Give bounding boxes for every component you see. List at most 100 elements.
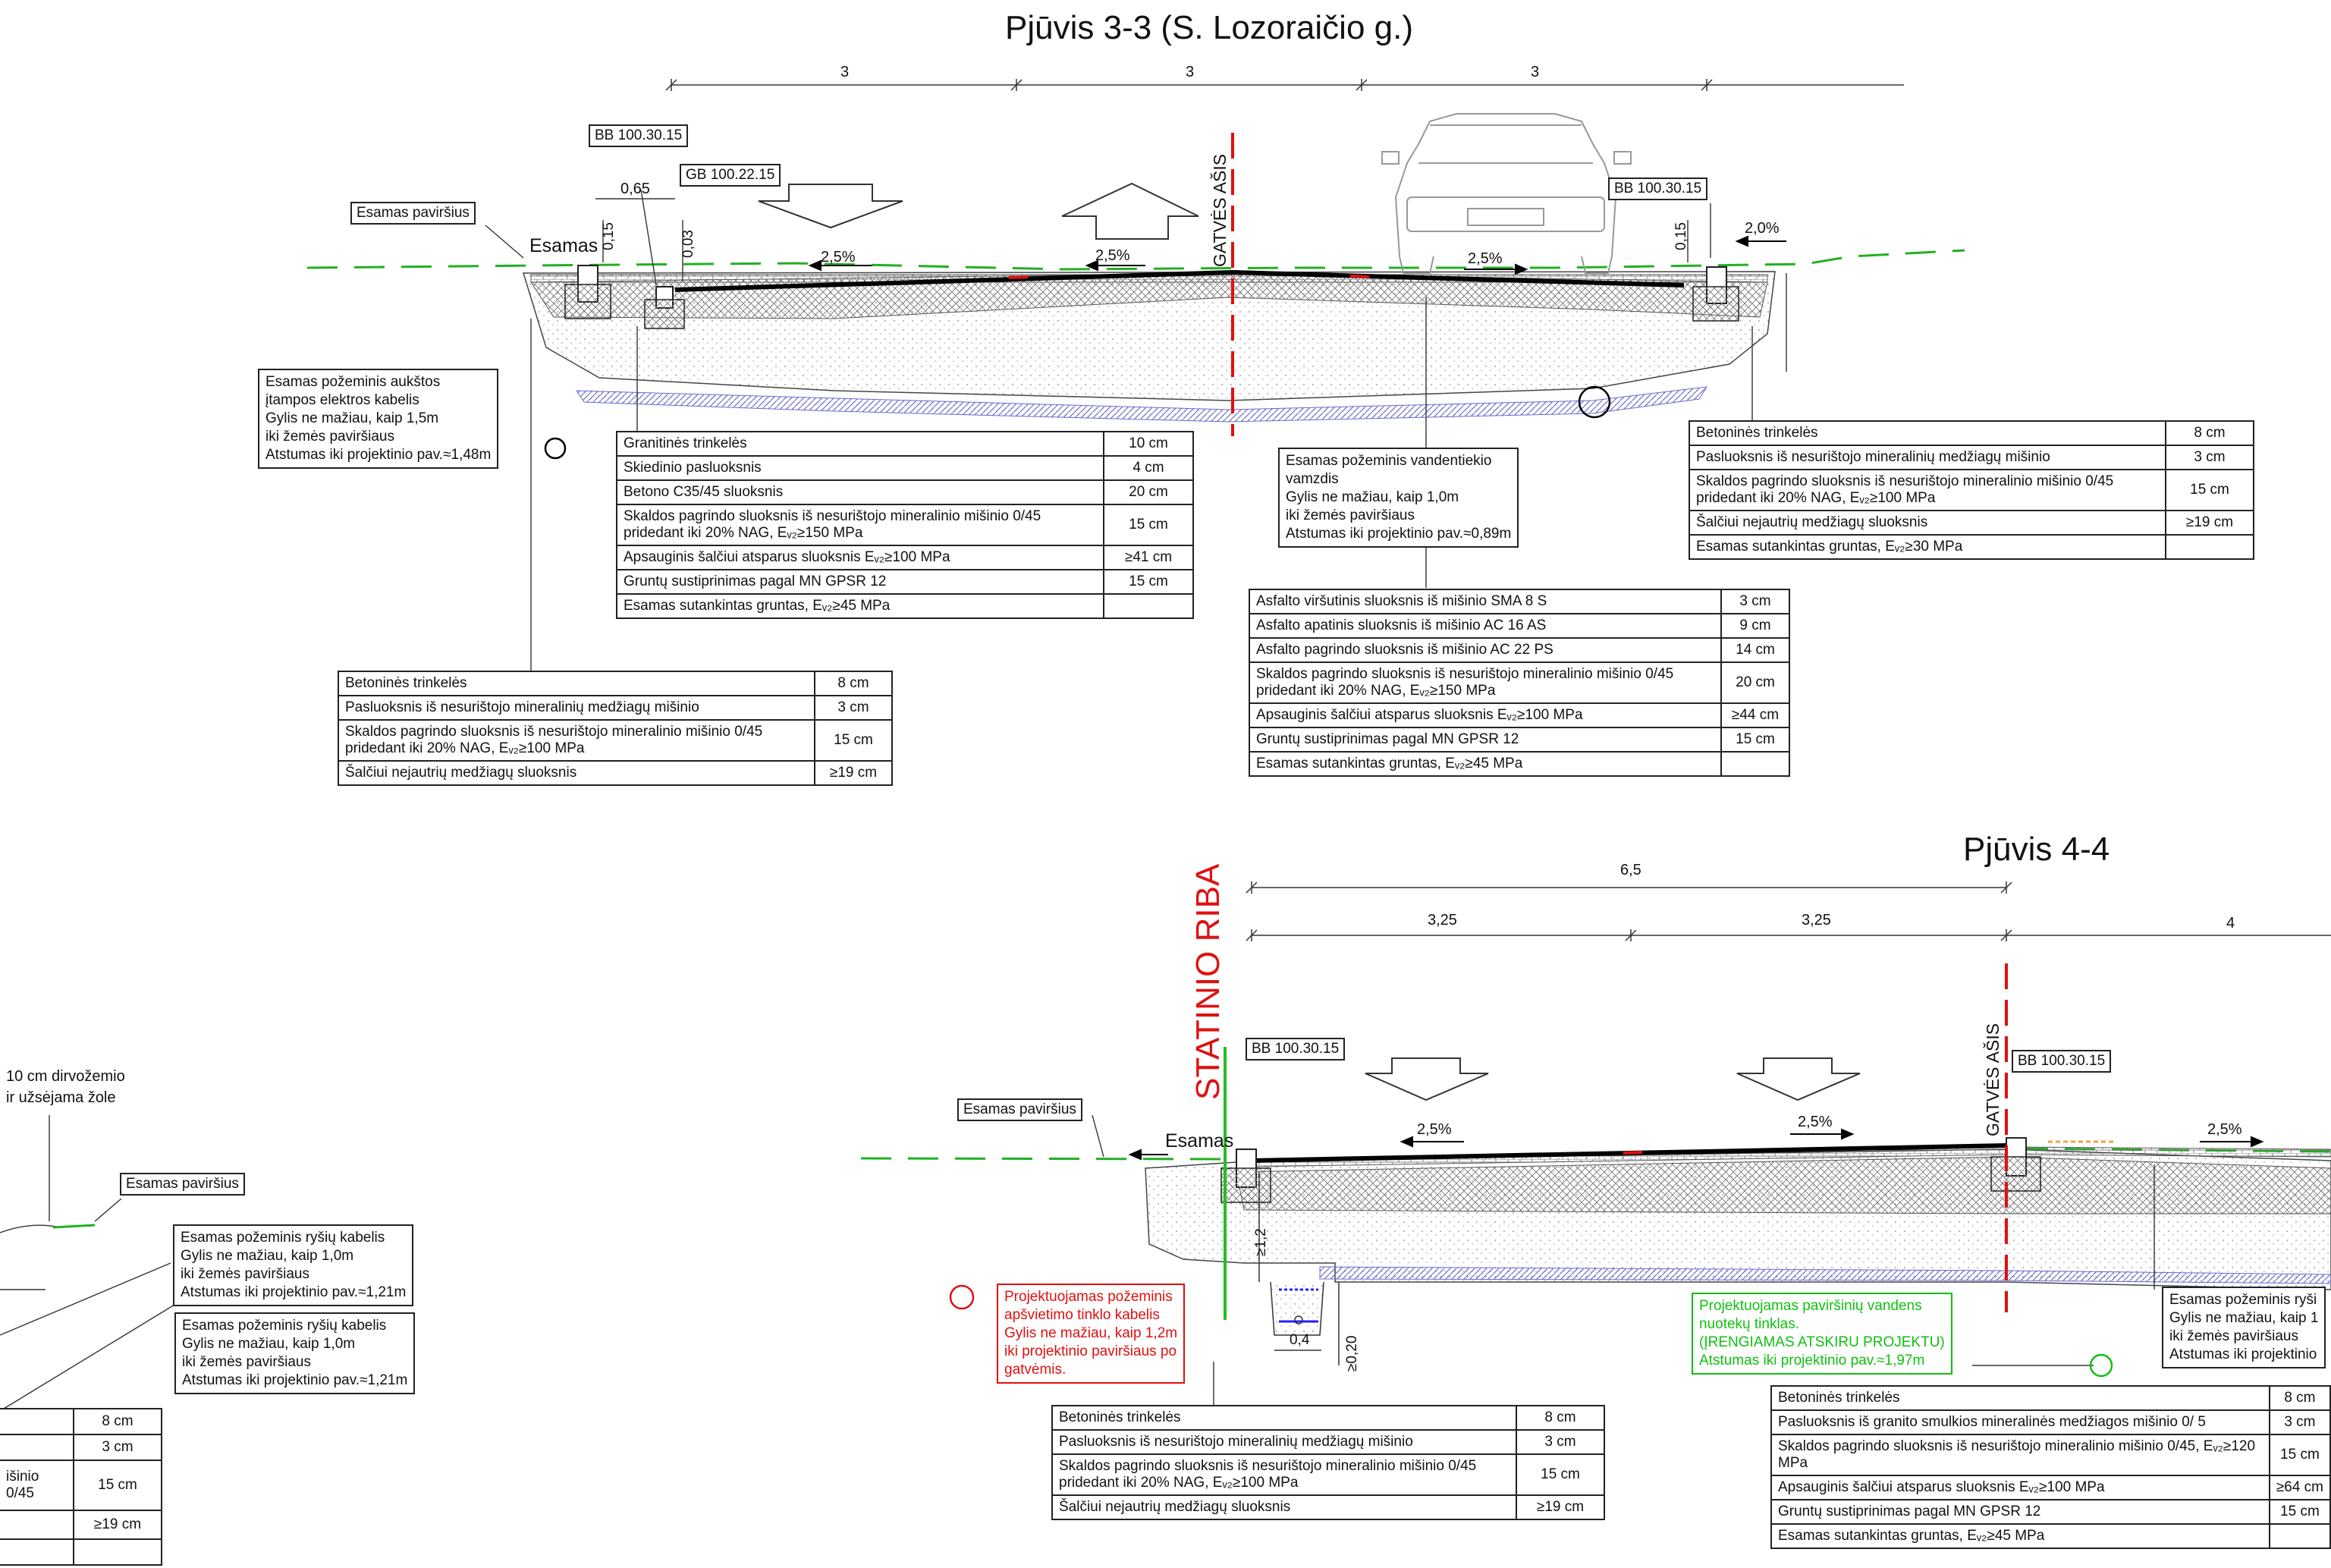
- table-row: Esamas sutankintas gruntas, Eᵥ₂≥30 MPa: [1689, 534, 2254, 560]
- table-row: Asfalto apatinis sluoksnis iš mišinio AC…: [1249, 613, 1790, 639]
- table-row: Skaldos pagrindo sluoksnis iš nesurištoj…: [1770, 1434, 2331, 1476]
- construction-boundary-label: STATINIO RIBA: [1189, 863, 1227, 1100]
- curb-left-base: [564, 284, 611, 319]
- left-partial-drawing: [0, 1115, 175, 1412]
- table-row: Šalčiui nejautrių medžiagų sluoksnis≥19 …: [338, 760, 893, 786]
- section-3-3-drawing: [306, 79, 1965, 671]
- street-axis-label: GATVĖS AŠIS: [1210, 153, 1230, 267]
- slope-label: 2,5%: [1798, 1114, 1833, 1130]
- soil-note: 10 cm dirvožemio ir užsėjama žole: [6, 1068, 125, 1106]
- comm-cable-note-cut: Esamas požeminis ryši Gylis ne mažiau, k…: [2162, 1287, 2326, 1368]
- curb-gb-base: [644, 299, 685, 329]
- drainage-note: Projektuojamas paviršinių vandens nuotek…: [1692, 1293, 1952, 1375]
- slope-label: 2,5%: [2207, 1121, 2242, 1138]
- existing-surface-label: Esamas paviršius: [957, 1098, 1082, 1121]
- lighting-cable-marker: [949, 1284, 975, 1310]
- table-row: [0, 1538, 162, 1566]
- existing-surface-label: Esamas paviršius: [120, 1173, 245, 1196]
- table-row: 3 cm: [0, 1434, 162, 1461]
- lighting-cable-note: Projektuojamas požeminis apšvietimo tink…: [997, 1284, 1186, 1384]
- red-mark: [1008, 275, 1029, 279]
- table-row: Asfalto viršutinis sluoksnis iš mišinio …: [1249, 589, 1790, 614]
- curb-label: BB 100.30.15: [2012, 1050, 2112, 1073]
- direction-arrow-up: [1061, 182, 1199, 240]
- cable-marker: [544, 437, 567, 460]
- dimension-label: 3,25: [1428, 912, 1457, 929]
- existing-surface-label: Esamas paviršius: [350, 202, 476, 225]
- subbase-hatch-band: [576, 386, 1707, 423]
- slope-label: 2,5%: [1417, 1121, 1452, 1138]
- red-mark-2: [1349, 275, 1370, 278]
- trench-width-label: 0,4: [1290, 1332, 1310, 1348]
- direction-arrow-down: [758, 184, 903, 229]
- water-pipe-marker: [1578, 385, 1611, 419]
- dimension-line-4-4: [1246, 881, 2331, 941]
- table-row: Apsauginis šalčiui atsparus sluoksnis Eᵥ…: [1770, 1475, 2331, 1500]
- dimension-label: 3: [1186, 64, 1195, 80]
- dimension-label: 6,5: [1620, 862, 1641, 878]
- drainage-marker: [2089, 1353, 2113, 1378]
- curb-left-base-4-4: [1220, 1167, 1271, 1203]
- curb-label: GB 100.22.15: [680, 164, 781, 187]
- table-row: Asfalto pagrindo sluoksnis iš mišinio AC…: [1249, 637, 1790, 663]
- existing-label: Esamas: [1165, 1130, 1234, 1152]
- slope-label: 2,5%: [821, 249, 856, 266]
- dim-015-left: 0,15: [601, 222, 617, 250]
- curb-label: BB 100.30.15: [589, 124, 689, 147]
- section-3-3-title: Pjūvis 3-3 (S. Lozoraičio g.): [1005, 9, 1413, 46]
- dimension-label: 4: [2226, 915, 2235, 932]
- section-4-4-title: Pjūvis 4-4: [1963, 831, 2110, 868]
- curb-right-base: [1692, 286, 1739, 322]
- dim-065: 0,65: [620, 181, 650, 197]
- table-row: Skaldos pagrindo sluoksnis iš nesurištoj…: [1051, 1453, 1605, 1496]
- table-row: Pasluoksnis iš granito smulkios minerali…: [1770, 1409, 2331, 1435]
- cable-trench: [1258, 1172, 1340, 1365]
- section-4-4-drawing: [860, 881, 2331, 1407]
- water-pipe-note: Esamas požeminis vandentiekio vamzdis Gy…: [1278, 448, 1519, 548]
- dimension-label: 3: [1531, 64, 1540, 80]
- dimension-line-top: [665, 79, 1904, 91]
- table-row: Esamas sutankintas gruntas, Eᵥ₂≥45 MPa: [616, 593, 1194, 619]
- table-row: Apsauginis šalčiui atsparus sluoksnis Eᵥ…: [1249, 702, 1790, 728]
- car-outline: [1381, 113, 1632, 274]
- table-row: Apsauginis šalčiui atsparus sluoksnis Eᵥ…: [616, 545, 1194, 570]
- dim-015-right: 0,15: [1673, 222, 1689, 250]
- direction-arrow-down-4-4: [1365, 1057, 1489, 1101]
- table-row: Pasluoksnis iš nesurištojo mineralinių m…: [1051, 1429, 1605, 1455]
- existing-surface-line-4-4: [860, 1157, 1245, 1161]
- curb-label: BB 100.30.15: [1608, 178, 1708, 200]
- dimension-label: 3,25: [1802, 912, 1831, 929]
- table-row: Šalčiui nejautrių medžiagų sluoksnis≥19 …: [1051, 1494, 1605, 1520]
- table-row: Esamas sutankintas gruntas, Eᵥ₂≥45 MPa: [1249, 751, 1790, 777]
- curb-label: BB 100.30.15: [1246, 1038, 1346, 1061]
- table-row: Pasluoksnis iš nesurištojo mineralinių m…: [338, 695, 893, 721]
- comm-cable-note: Esamas požeminis ryšių kabelis Gylis ne …: [173, 1224, 414, 1306]
- table-row: Skaldos pagrindo sluoksnis iš nesurištoj…: [338, 719, 893, 762]
- existing-surface-line: [306, 249, 1965, 271]
- existing-label: Esamas: [529, 235, 598, 256]
- slope-label: 2,5%: [1468, 250, 1503, 267]
- table-row: Pasluoksnis iš nesurištojo mineralinių m…: [1689, 445, 2254, 470]
- table-row: Skaldos pagrindo sluoksnis iš nesurištoj…: [1249, 661, 1790, 704]
- table-row: Skaldos pagrindo sluoksnis iš nesurištoj…: [616, 504, 1194, 546]
- direction-arrow-down-4-4b: [1736, 1057, 1861, 1101]
- comm-cable-note-2: Esamas požeminis ryšių kabelis Gylis ne …: [174, 1312, 416, 1394]
- dimension-label: 3: [840, 64, 850, 80]
- table-row: Skaldos pagrindo sluoksnis iš nesurištoj…: [1689, 469, 2254, 511]
- carriageway-surface: [674, 269, 1685, 292]
- table-row: Esamas sutankintas gruntas, Eᵥ₂≥45 MPa: [1770, 1523, 2331, 1549]
